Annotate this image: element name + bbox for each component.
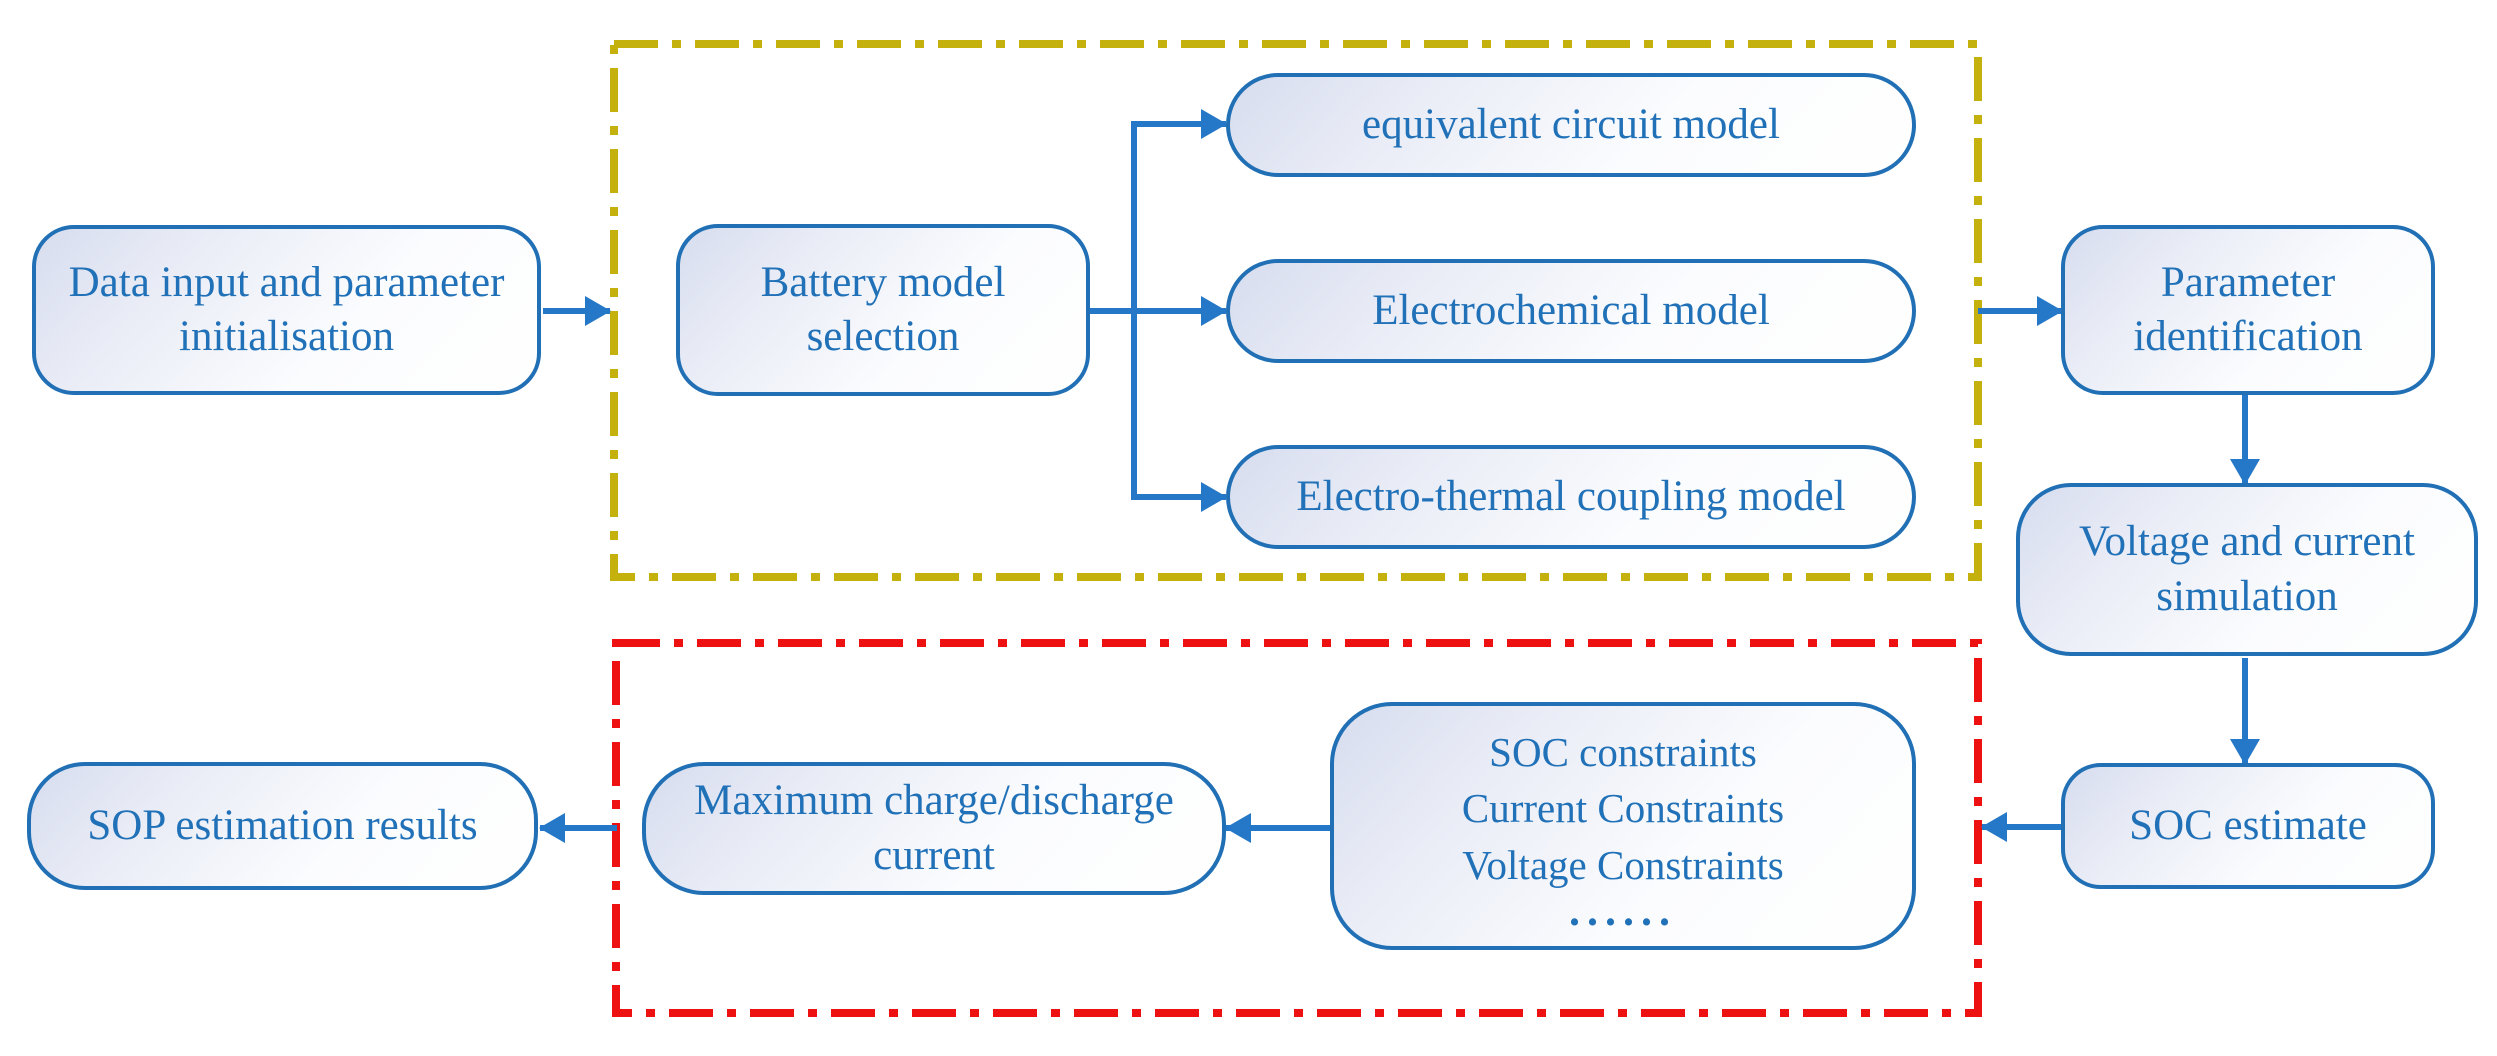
node-maximum-charge-discharge-current: Maximum charge/discharge current [642,762,1226,895]
node-constraints-ellipsis: ...... [1569,886,1677,936]
node-battery-model-line2: selection [806,313,960,360]
node-equivalent-circuit-model: equivalent circuit model [1226,73,1916,177]
node-voltage-current-line1: Voltage and current [2079,518,2415,566]
node-sop-results-label: SOP estimation results [87,801,478,849]
node-parameter-identification-line1: Parameter [2160,258,2336,306]
node-constraints: SOC constraints Current Constraints Volt… [1330,702,1916,950]
node-electrochemical-model: Electrochemical model [1226,259,1916,363]
node-data-input-line2: initialisation [179,313,394,360]
node-electro-thermal-coupling-model: Electro-thermal coupling model [1226,445,1916,549]
node-soc-estimate: SOC estimate [2061,763,2435,889]
node-soc-estimate-label: SOC estimate [2129,801,2367,849]
node-electrochemical-label: Electrochemical model [1372,286,1770,334]
node-voltage-current-simulation: Voltage and current simulation [2016,483,2478,656]
node-battery-model-line1: Battery model [760,258,1006,306]
node-constraints-line1: SOC constraints [1489,728,1757,775]
node-battery-model-selection: Battery model selection [676,224,1090,396]
node-equivalent-circuit-label: equivalent circuit model [1362,100,1780,148]
node-maximum-current-line1: Maximum charge/discharge [694,777,1174,825]
node-constraints-line3: Voltage Constraints [1462,841,1784,888]
node-constraints-line2: Current Constraints [1461,785,1785,832]
node-electro-thermal-label: Electro-thermal coupling model [1296,472,1846,520]
node-parameter-identification: Parameter identification [2061,225,2435,395]
node-data-input: Data input and parameter initialisation [32,225,541,395]
node-voltage-current-line2: simulation [2156,572,2338,620]
node-data-input-line1: Data input and parameter [68,258,505,306]
node-sop-estimation-results: SOP estimation results [27,762,538,890]
node-parameter-identification-line2: identification [2133,313,2363,360]
node-maximum-current-line2: current [873,831,995,879]
